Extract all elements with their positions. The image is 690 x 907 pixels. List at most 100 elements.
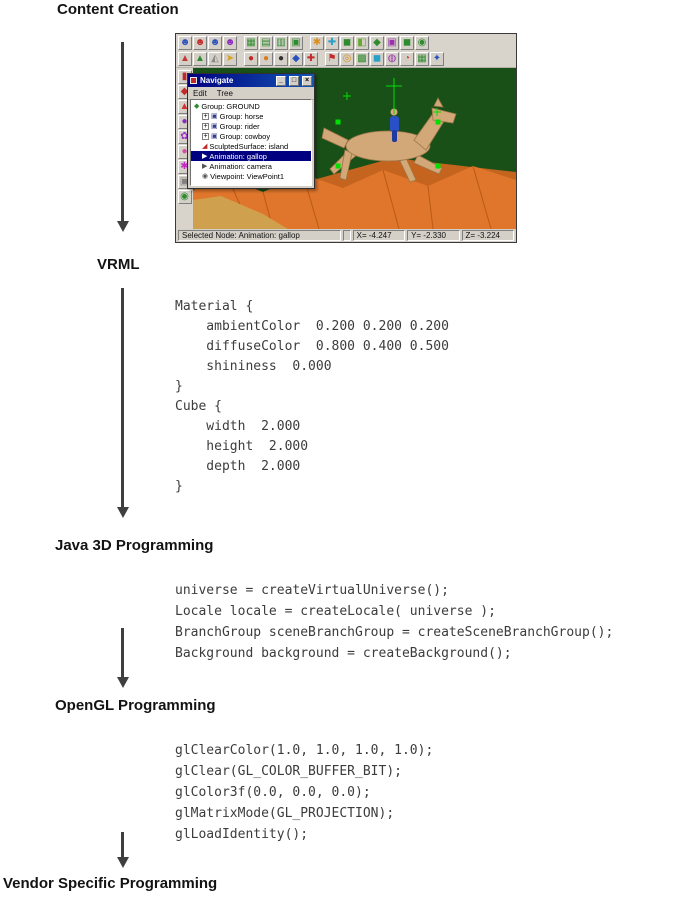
- toolbar-icon[interactable]: ◆: [289, 52, 303, 66]
- palette-title: Navigate: [200, 76, 234, 85]
- palette-titlebar[interactable]: Navigate _ □ ×: [188, 74, 314, 87]
- expand-icon[interactable]: +: [202, 112, 209, 120]
- toolbar-icon[interactable]: ◍: [385, 52, 399, 66]
- flow-arrow-3: [121, 628, 124, 678]
- status-x-coordinate: X= -4.247: [352, 230, 406, 241]
- toolbar-separator: [238, 36, 243, 50]
- scene-markers: [343, 92, 441, 116]
- toolbar-icon[interactable]: ●: [244, 52, 258, 66]
- toolbar-icon[interactable]: ➤: [223, 52, 237, 66]
- toolbar-icon[interactable]: ◉: [415, 35, 429, 50]
- toolbar-icon[interactable]: ▲: [193, 52, 207, 66]
- palette-app-icon: [190, 77, 197, 84]
- tree-item-group-cowboy[interactable]: + ▣ Group: cowboy: [191, 131, 311, 141]
- maximize-icon[interactable]: □: [289, 75, 299, 86]
- toolbar-icon[interactable]: ◭: [208, 52, 222, 66]
- status-selected-node: Selected Node: Animation: gallop: [178, 230, 341, 241]
- toolbar-icon[interactable]: ▩: [355, 52, 369, 66]
- toolbar-icon[interactable]: ◧: [355, 35, 369, 50]
- tree-item-label: Group: horse: [219, 111, 264, 121]
- status-y-coordinate: Y= -2.330: [407, 230, 460, 241]
- toolbar-icon[interactable]: ▲: [178, 52, 192, 66]
- animation-icon: ▶: [202, 162, 208, 170]
- tree-item-label: Group: rider: [219, 121, 260, 131]
- toolbar-icon[interactable]: ◔: [400, 52, 414, 66]
- toolbar-row-2: ▲▲◭➤●●●◆✚⚑◎▩◼◍◔▦✦: [176, 51, 516, 68]
- java3d-code: universe = createVirtualUniverse(); Loca…: [175, 583, 614, 661]
- status-filler: [342, 230, 351, 241]
- scene-tree: ◆ Group: GROUND + ▣ Group: horse + ▣ Gro…: [190, 99, 312, 186]
- terrain: [193, 158, 516, 229]
- menu-item-tree[interactable]: Tree: [216, 88, 233, 98]
- toolbar-icon[interactable]: ▤: [259, 35, 273, 50]
- toolbar-icon[interactable]: ✚: [304, 52, 318, 66]
- toolbar-icon[interactable]: ◎: [340, 52, 354, 66]
- toolbar-separator: [304, 36, 309, 50]
- toolbar-icon[interactable]: ▣: [385, 35, 399, 50]
- minimize-icon[interactable]: _: [276, 75, 286, 86]
- toolbar-icon[interactable]: ◼: [370, 52, 384, 66]
- toolbar-icon[interactable]: ▦: [415, 52, 429, 66]
- tree-item-label: SculptedSurface: island: [209, 141, 289, 151]
- toolbar-separator: [238, 52, 243, 66]
- tree-item-viewpoint[interactable]: ◉ Viewpoint: ViewPoint1: [191, 171, 311, 181]
- tree-item-label: Animation: gallop: [209, 151, 267, 161]
- toolbar-icon[interactable]: ▦: [244, 35, 258, 50]
- vrml-editor-window: ☻☻☻☻▦▤▥▣✱✚◼◧◆▣◼◉ ▲▲◭➤●●●◆✚⚑◎▩◼◍◔▦✦ ▮◆▲●✿…: [175, 33, 517, 243]
- tree-item-group-ground[interactable]: ◆ Group: GROUND: [191, 101, 311, 111]
- scene-tree-window: Navigate _ □ × Edit Tree ◆ Group: GROUND…: [187, 73, 315, 189]
- toolbar-icon[interactable]: ●: [274, 52, 288, 66]
- toolbar-icon[interactable]: ☻: [178, 35, 192, 50]
- tree-item-label: Viewpoint: ViewPoint1: [210, 171, 285, 181]
- toolbar-icon[interactable]: ☻: [208, 35, 222, 50]
- toolbar-icon[interactable]: ▣: [289, 35, 303, 50]
- tree-item-label: Animation: camera: [209, 161, 272, 171]
- heading-opengl: OpenGL Programming: [55, 697, 216, 714]
- toolbar-icon[interactable]: ✱: [310, 35, 324, 50]
- toolbar-icon[interactable]: ◉: [177, 190, 192, 204]
- heading-vendor-specific: Vendor Specific Programming: [3, 875, 218, 892]
- expand-icon[interactable]: +: [202, 132, 209, 140]
- heading-content-creation: Content Creation: [57, 1, 179, 18]
- tree-item-animation-camera[interactable]: ▶ Animation: camera: [191, 161, 311, 171]
- status-z-coordinate: Z= -3.224: [461, 230, 514, 241]
- toolbar-icon[interactable]: ◼: [340, 35, 354, 50]
- manipulator-handles[interactable]: [335, 78, 441, 169]
- tree-item-label: Group: GROUND: [201, 101, 260, 111]
- group-icon: ▣: [211, 122, 218, 130]
- toolbar-icon[interactable]: ⚑: [325, 52, 339, 66]
- toolbar-icon[interactable]: ◼: [400, 35, 414, 50]
- toolbar-icon[interactable]: ✚: [325, 35, 339, 50]
- toolbar-separator: [319, 52, 324, 66]
- toolbar-icon[interactable]: ☻: [193, 35, 207, 50]
- toolbar-icon[interactable]: ◆: [370, 35, 384, 50]
- toolbar-icon[interactable]: ▥: [274, 35, 288, 50]
- group-icon: ▣: [211, 112, 218, 120]
- horse-model[interactable]: [321, 97, 457, 183]
- tree-item-group-horse[interactable]: + ▣ Group: horse: [191, 111, 311, 121]
- tree-item-animation-gallop[interactable]: ▶ Animation: gallop: [191, 151, 311, 161]
- tree-item-label: Group: cowboy: [219, 131, 271, 141]
- toolbar-icon[interactable]: ✦: [430, 52, 444, 66]
- flow-arrow-2: [121, 288, 124, 508]
- tree-item-sculpted-surface[interactable]: ◢ SculptedSurface: island: [191, 141, 311, 151]
- toolbar-row-1: ☻☻☻☻▦▤▥▣✱✚◼◧◆▣◼◉: [176, 34, 516, 51]
- viewpoint-icon: ◉: [202, 172, 209, 180]
- toolbar-icon[interactable]: ☻: [223, 35, 237, 50]
- animation-icon: ▶: [202, 152, 208, 160]
- flow-arrow-1: [121, 42, 124, 222]
- expand-icon[interactable]: +: [202, 122, 209, 130]
- close-icon[interactable]: ×: [302, 75, 312, 86]
- status-bar: Selected Node: Animation: gallop X= -4.2…: [176, 229, 516, 242]
- menu-item-edit[interactable]: Edit: [193, 88, 207, 98]
- vrml-code: Material { ambientColor 0.200 0.200 0.20…: [175, 299, 449, 494]
- surface-icon: ◢: [202, 142, 208, 150]
- heading-java3d: Java 3D Programming: [55, 537, 214, 554]
- opengl-code: glClearColor(1.0, 1.0, 1.0, 1.0); glClea…: [175, 743, 434, 842]
- tree-item-group-rider[interactable]: + ▣ Group: rider: [191, 121, 311, 131]
- group-icon: ◆: [194, 102, 200, 110]
- flow-arrow-4: [121, 832, 124, 858]
- toolbar-icon[interactable]: ●: [259, 52, 273, 66]
- group-icon: ▣: [211, 132, 218, 140]
